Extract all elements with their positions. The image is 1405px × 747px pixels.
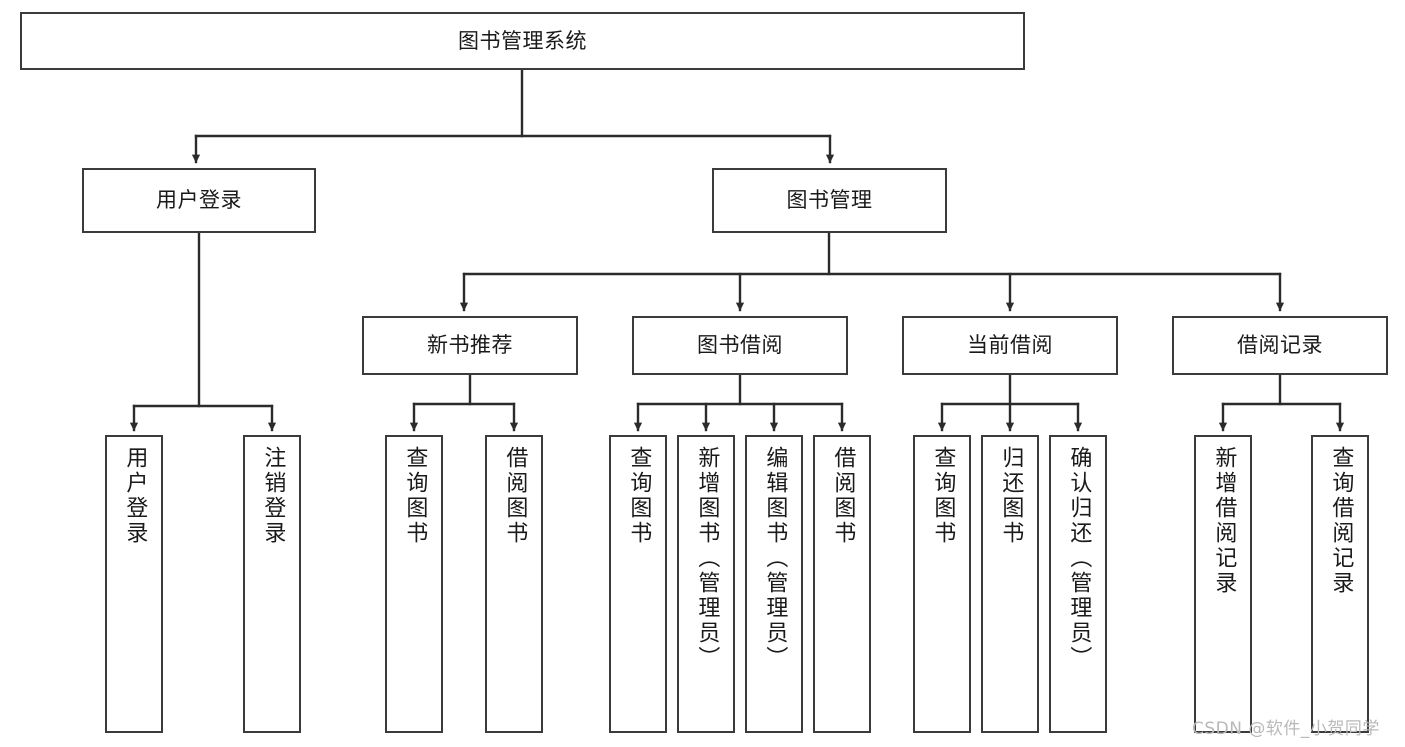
node-leaf-add-record[interactable]: 新增借阅记录 bbox=[1194, 435, 1252, 733]
node-new-book-recommend[interactable]: 新书推荐 bbox=[362, 316, 578, 375]
node-leaf-add-book-label: 新增图书（管理员） bbox=[694, 446, 720, 671]
node-leaf-confirm-return[interactable]: 确认归还（管理员） bbox=[1049, 435, 1107, 733]
node-borrow-record[interactable]: 借阅记录 bbox=[1172, 316, 1388, 375]
node-leaf-query-record[interactable]: 查询借阅记录 bbox=[1311, 435, 1369, 733]
node-book-borrow-label: 图书借阅 bbox=[697, 333, 783, 358]
node-current-borrow-label: 当前借阅 bbox=[967, 333, 1053, 358]
node-leaf-query-book-1[interactable]: 查询图书 bbox=[385, 435, 443, 733]
node-leaf-return-book[interactable]: 归还图书 bbox=[981, 435, 1039, 733]
node-book-manage-label: 图书管理 bbox=[786, 188, 873, 213]
node-leaf-confirm-return-label: 确认归还（管理员） bbox=[1066, 446, 1092, 671]
node-book-manage[interactable]: 图书管理 bbox=[712, 168, 947, 233]
node-user-login-label: 用户登录 bbox=[156, 188, 242, 213]
node-book-borrow[interactable]: 图书借阅 bbox=[632, 316, 848, 375]
node-new-book-recommend-label: 新书推荐 bbox=[427, 333, 513, 358]
node-leaf-query-record-label: 查询借阅记录 bbox=[1328, 446, 1354, 596]
node-leaf-query-book-2-label: 查询图书 bbox=[626, 446, 652, 546]
node-leaf-logout-login[interactable]: 注销登录 bbox=[243, 435, 301, 733]
node-root-label: 图书管理系统 bbox=[458, 28, 587, 53]
node-leaf-logout-login-label: 注销登录 bbox=[260, 446, 286, 546]
node-leaf-query-book-1-label: 查询图书 bbox=[402, 446, 428, 546]
node-current-borrow[interactable]: 当前借阅 bbox=[902, 316, 1118, 375]
node-leaf-query-book-2[interactable]: 查询图书 bbox=[609, 435, 667, 733]
node-leaf-query-book-3-label: 查询图书 bbox=[930, 446, 956, 546]
node-borrow-record-label: 借阅记录 bbox=[1237, 333, 1323, 358]
node-leaf-return-book-label: 归还图书 bbox=[998, 446, 1024, 546]
node-leaf-borrow-book-2-label: 借阅图书 bbox=[830, 446, 856, 546]
node-leaf-borrow-book-1-label: 借阅图书 bbox=[502, 446, 528, 546]
node-leaf-borrow-book-1[interactable]: 借阅图书 bbox=[485, 435, 543, 733]
node-leaf-user-login[interactable]: 用户登录 bbox=[105, 435, 163, 733]
node-leaf-edit-book[interactable]: 编辑图书（管理员） bbox=[745, 435, 803, 733]
node-leaf-add-record-label: 新增借阅记录 bbox=[1211, 446, 1237, 596]
node-leaf-query-book-3[interactable]: 查询图书 bbox=[913, 435, 971, 733]
node-leaf-add-book[interactable]: 新增图书（管理员） bbox=[677, 435, 735, 733]
node-leaf-user-login-label: 用户登录 bbox=[122, 446, 148, 546]
watermark-text: CSDN @软件_小贺同学 bbox=[1192, 719, 1380, 739]
node-user-login[interactable]: 用户登录 bbox=[82, 168, 316, 233]
node-leaf-borrow-book-2[interactable]: 借阅图书 bbox=[813, 435, 871, 733]
node-leaf-edit-book-label: 编辑图书（管理员） bbox=[762, 446, 788, 671]
node-root[interactable]: 图书管理系统 bbox=[20, 12, 1025, 70]
